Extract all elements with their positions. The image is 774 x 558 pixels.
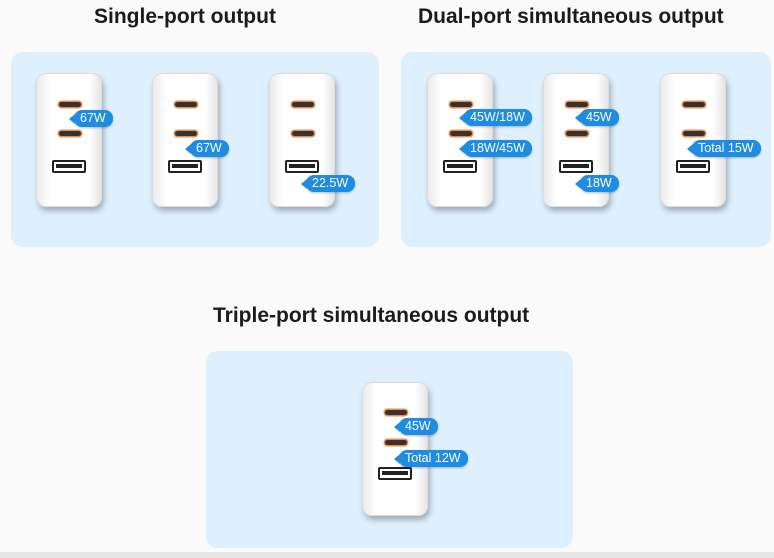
usb-c-port-2 [59, 131, 81, 136]
usb-a-port [559, 160, 593, 173]
power-tag: 45W [394, 418, 438, 435]
power-tag: 18W [575, 175, 619, 192]
usb-c-port-1 [566, 102, 588, 107]
power-tag: 45W/18W [459, 109, 532, 126]
power-tag: 45W [575, 109, 619, 126]
usb-a-port [443, 160, 477, 173]
usb-a-port [676, 160, 710, 173]
usb-c-port-2 [175, 131, 197, 136]
usb-c-port-2 [566, 131, 588, 136]
triple-port-title: Triple-port simultaneous output [213, 304, 530, 327]
usb-c-port-2 [292, 131, 314, 136]
charger-triple [362, 382, 428, 516]
power-tag: 67W [185, 140, 229, 157]
usb-c-port-1 [683, 102, 705, 107]
power-tag: 67W [69, 110, 113, 127]
usb-c-port-2 [450, 131, 472, 136]
dual-port-title: Dual-port simultaneous output [418, 5, 724, 28]
bottom-divider [0, 552, 774, 558]
power-tag: 18W/45W [459, 140, 532, 157]
usb-a-port [168, 160, 202, 173]
single-port-title: Single-port output [94, 5, 276, 28]
usb-c-port-1 [292, 102, 314, 107]
usb-a-port [378, 467, 412, 480]
usb-c-port-2 [385, 440, 407, 445]
usb-c-port-1 [175, 102, 197, 107]
usb-c-port-1 [59, 102, 81, 107]
usb-a-port [52, 160, 86, 173]
power-tag: Total 12W [394, 450, 468, 467]
usb-c-port-1 [450, 102, 472, 107]
usb-a-port [285, 160, 319, 173]
charger-single-c1 [36, 73, 102, 207]
power-tag: Total 15W [687, 140, 761, 157]
usb-c-port-1 [385, 410, 407, 415]
usb-c-port-2 [683, 131, 705, 136]
power-tag: 22.5W [300, 175, 356, 192]
